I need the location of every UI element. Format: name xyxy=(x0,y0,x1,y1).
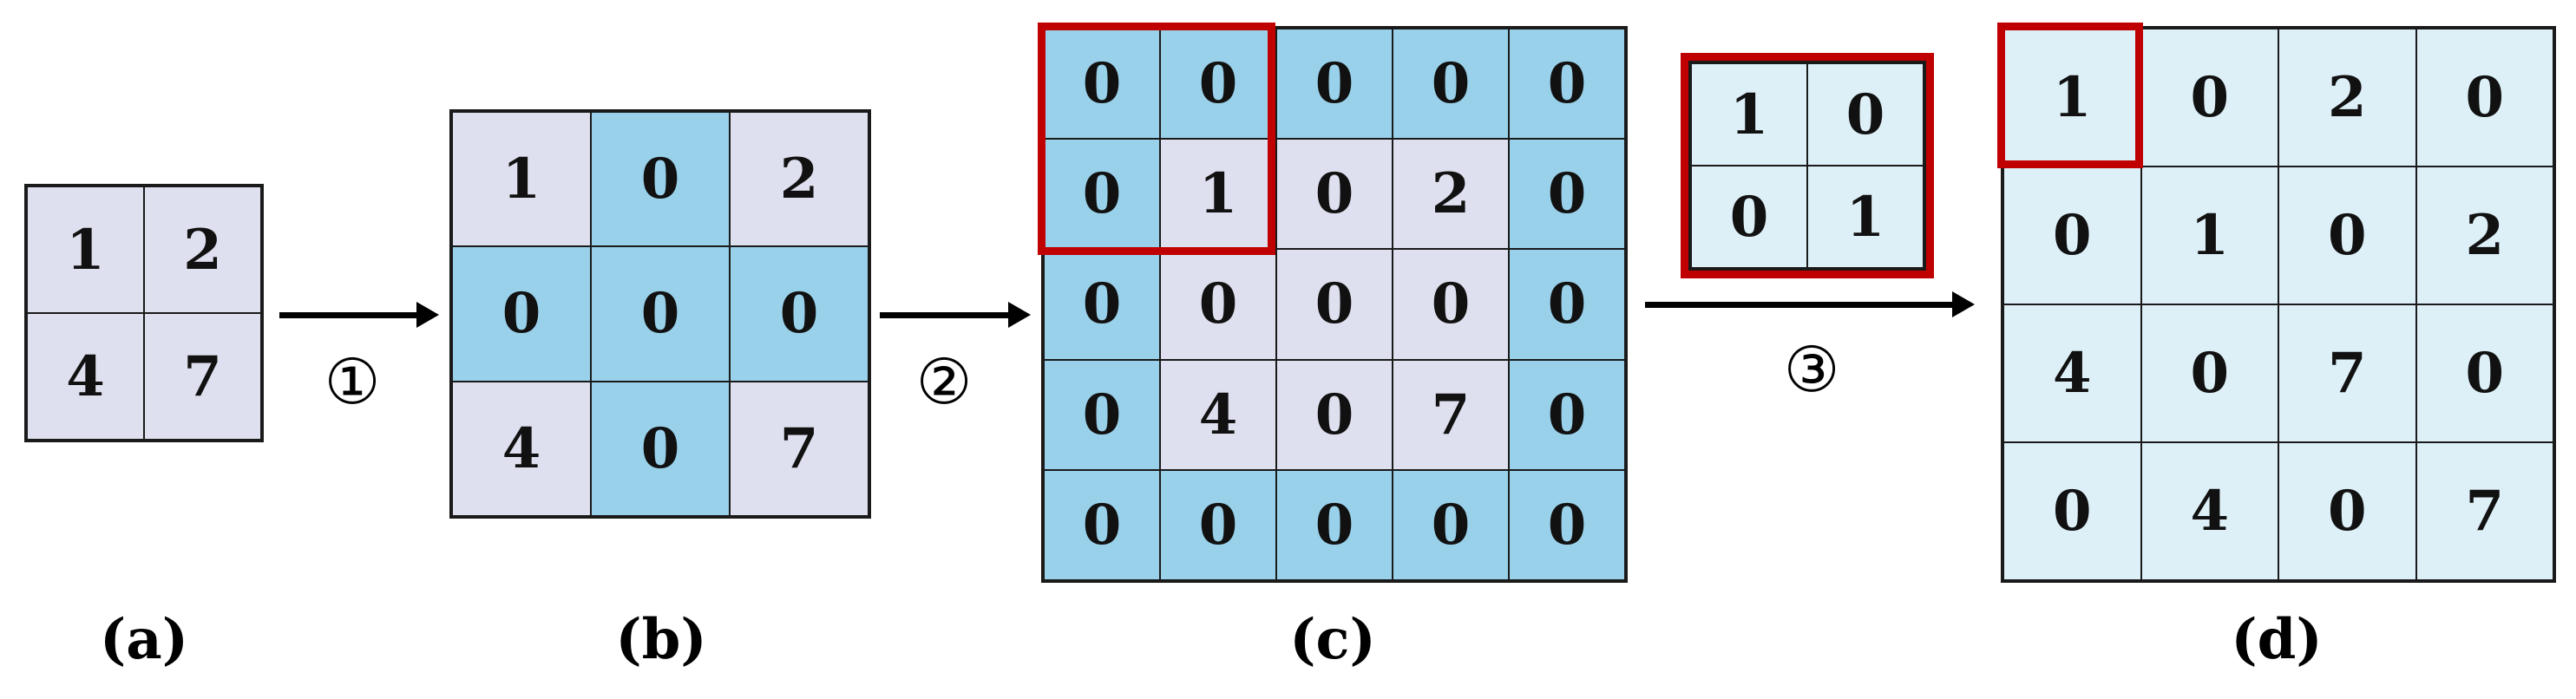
matrix-d-cell: 0 xyxy=(2003,442,2141,580)
step-2-label: ② xyxy=(915,345,973,418)
matrix-b-cell: 2 xyxy=(730,112,868,247)
arrow-2 xyxy=(880,302,1031,328)
kernel-border-highlight xyxy=(1681,53,1934,278)
output-cell-highlight xyxy=(1997,23,2143,168)
matrix-b-cell: 4 xyxy=(452,381,591,516)
matrix-c-cell: 0 xyxy=(1160,29,1276,140)
matrix-c-cell: 0 xyxy=(1044,29,1160,140)
caption-b: (b) xyxy=(615,607,707,672)
matrix-c-cell: 4 xyxy=(1160,359,1276,470)
matrix-c-cell: 0 xyxy=(1276,139,1393,250)
kernel-cell: 0 xyxy=(1807,63,1924,166)
matrix-c-cell: 0 xyxy=(1509,139,1625,250)
caption-d: (d) xyxy=(2231,607,2323,672)
matrix-a-cell: 1 xyxy=(27,186,144,313)
matrix-d-cell: 0 xyxy=(2140,304,2278,442)
caption-c: (c) xyxy=(1289,607,1376,672)
matrix-c-cell: 0 xyxy=(1044,249,1160,360)
matrix-c-cell: 2 xyxy=(1393,139,1509,250)
matrix-c-cell: 0 xyxy=(1276,469,1393,580)
kernel-window-highlight xyxy=(1038,23,1275,255)
matrix-d-cell: 0 xyxy=(2415,29,2553,167)
arrow-3 xyxy=(1645,291,1975,317)
matrix-d-cell: 7 xyxy=(2415,442,2553,580)
matrix-b-cell: 1 xyxy=(452,112,591,247)
matrix-d-cell: 0 xyxy=(2140,29,2278,167)
matrix-b-cell: 0 xyxy=(452,246,591,382)
matrix-c-cell: 1 xyxy=(1160,139,1276,250)
matrix-d: 1 0 2 0 0 1 0 2 4 0 7 0 0 4 0 7 xyxy=(2001,26,2556,583)
step-1-label: ① xyxy=(324,345,381,418)
matrix-a-cell: 2 xyxy=(144,186,261,313)
matrix-c-cell: 7 xyxy=(1393,359,1509,470)
matrix-d-cell: 0 xyxy=(2415,304,2553,442)
matrix-a: 1 2 4 7 xyxy=(24,184,264,442)
kernel-matrix: 1 0 0 1 xyxy=(1688,61,1926,271)
kernel-cell: 1 xyxy=(1691,63,1807,166)
matrix-c-cell: 0 xyxy=(1044,359,1160,470)
matrix-d-cell: 4 xyxy=(2140,442,2278,580)
matrix-c-cell: 0 xyxy=(1509,29,1625,140)
matrix-a-cell: 4 xyxy=(27,313,144,440)
matrix-c-cell: 0 xyxy=(1044,139,1160,250)
matrix-d-cell: 0 xyxy=(2278,442,2416,580)
matrix-b: 1 0 2 0 0 0 4 0 7 xyxy=(449,109,871,519)
matrix-c-cell: 0 xyxy=(1393,249,1509,360)
matrix-c-cell: 0 xyxy=(1509,469,1625,580)
matrix-d-cell: 2 xyxy=(2415,167,2553,304)
matrix-c-cell: 0 xyxy=(1276,29,1393,140)
matrix-c-cell: 0 xyxy=(1160,469,1276,580)
matrix-d-cell: 0 xyxy=(2278,167,2416,304)
matrix-b-cell: 0 xyxy=(730,246,868,382)
matrix-c-cell: 0 xyxy=(1393,469,1509,580)
caption-a: (a) xyxy=(99,607,189,672)
matrix-c-cell: 0 xyxy=(1276,249,1393,360)
matrix-c-cell: 0 xyxy=(1160,249,1276,360)
matrix-d-cell: 4 xyxy=(2003,304,2141,442)
matrix-d-cell: 7 xyxy=(2278,304,2416,442)
matrix-c: 0 0 0 0 0 0 1 0 2 0 0 0 0 0 0 0 4 0 7 0 … xyxy=(1041,26,1628,583)
kernel-cell: 0 xyxy=(1691,166,1807,268)
matrix-c-cell: 0 xyxy=(1509,249,1625,360)
matrix-b-cell: 0 xyxy=(591,112,730,247)
step-3-label: ③ xyxy=(1783,333,1840,406)
matrix-d-cell: 2 xyxy=(2278,29,2416,167)
matrix-b-cell: 7 xyxy=(730,381,868,516)
matrix-c-cell: 0 xyxy=(1393,29,1509,140)
arrow-1 xyxy=(279,302,439,328)
kernel-cell: 1 xyxy=(1807,166,1924,268)
matrix-d-cell: 0 xyxy=(2003,167,2141,304)
matrix-c-cell: 0 xyxy=(1509,359,1625,470)
matrix-c-cell: 0 xyxy=(1276,359,1393,470)
matrix-d-cell: 1 xyxy=(2140,167,2278,304)
matrix-b-cell: 0 xyxy=(591,381,730,516)
matrix-a-cell: 7 xyxy=(144,313,261,440)
matrix-c-cell: 0 xyxy=(1044,469,1160,580)
matrix-b-cell: 0 xyxy=(591,246,730,382)
